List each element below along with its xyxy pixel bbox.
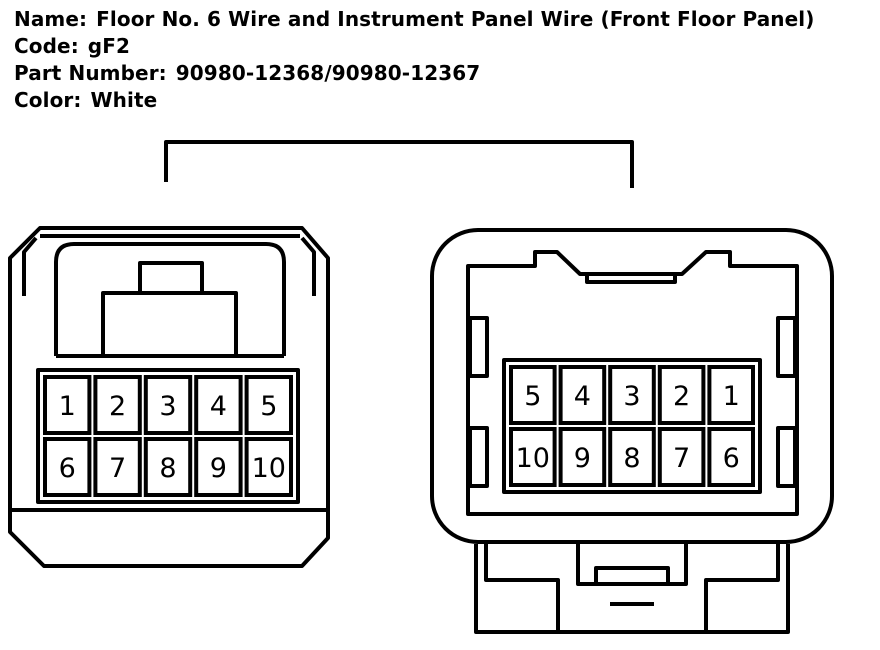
right-pin-label: 3 bbox=[623, 381, 640, 412]
left-pin-label: 6 bbox=[59, 453, 76, 484]
right-pin-cell bbox=[657, 365, 706, 425]
connector-info: Name: Floor No. 6 Wire and Instrument Pan… bbox=[14, 6, 815, 114]
right-pin-grid: 5 4 3 2 1 10 9 8 7 6 bbox=[509, 365, 756, 487]
color-label: Color: bbox=[14, 88, 82, 112]
part-number-value: 90980-12368/90980-12367 bbox=[175, 61, 481, 85]
right-pin-cell bbox=[558, 365, 607, 425]
right-connector-body bbox=[430, 228, 834, 634]
left-pin-cell bbox=[143, 375, 193, 435]
left-pin-cell bbox=[93, 375, 142, 435]
left-pin-grid: 1 2 3 4 5 6 7 8 9 10 bbox=[43, 375, 294, 497]
right-connector-lock bbox=[474, 544, 790, 634]
right-pin-label: 5 bbox=[524, 381, 541, 412]
part-number-line: Part Number: 90980-12368/90980-12367 bbox=[14, 60, 815, 87]
left-pin-label: 3 bbox=[159, 391, 176, 422]
right-pin-cell bbox=[608, 427, 656, 487]
color-line: Color: White bbox=[14, 87, 815, 114]
right-pin-label: 9 bbox=[574, 443, 591, 474]
left-pin-label: 4 bbox=[210, 391, 227, 422]
left-pin-label: 5 bbox=[260, 391, 277, 422]
left-pin-cell bbox=[194, 375, 243, 435]
code-line: Code: gF2 bbox=[14, 33, 815, 60]
left-pin-cell bbox=[143, 437, 193, 497]
left-pin-cell bbox=[93, 437, 142, 497]
right-pin-label: 10 bbox=[516, 443, 550, 474]
left-pin-cell bbox=[244, 375, 294, 435]
right-pin-label: 6 bbox=[723, 443, 740, 474]
left-pin-cell bbox=[43, 375, 92, 435]
left-pin-label: 2 bbox=[109, 391, 126, 422]
left-pin-label: 7 bbox=[109, 453, 126, 484]
right-pin-cell bbox=[707, 427, 756, 487]
left-pin-label: 1 bbox=[59, 391, 76, 422]
left-connector-body bbox=[8, 226, 330, 568]
left-pin-cell bbox=[194, 437, 243, 497]
right-pin-label: 1 bbox=[723, 381, 740, 412]
left-pin-label: 9 bbox=[210, 453, 227, 484]
right-pin-label: 8 bbox=[623, 443, 640, 474]
right-pin-label: 4 bbox=[574, 381, 591, 412]
right-pin-label: 2 bbox=[673, 381, 690, 412]
code-value: gF2 bbox=[87, 34, 130, 58]
right-pin-cell bbox=[608, 365, 656, 425]
right-pin-cell bbox=[558, 427, 607, 487]
right-pin-label: 7 bbox=[673, 443, 690, 474]
right-pin-cell bbox=[509, 365, 557, 425]
left-pin-label: 10 bbox=[252, 453, 286, 484]
code-label: Code: bbox=[14, 34, 79, 58]
left-pin-cell bbox=[244, 437, 294, 497]
color-value: White bbox=[90, 88, 158, 112]
right-pin-cell bbox=[509, 427, 557, 487]
left-pin-cell bbox=[43, 437, 92, 497]
left-pin-label: 8 bbox=[159, 453, 176, 484]
name-line: Name: Floor No. 6 Wire and Instrument Pan… bbox=[14, 6, 815, 33]
right-pin-cell bbox=[707, 365, 756, 425]
part-number-label: Part Number: bbox=[14, 61, 167, 85]
pairing-bracket bbox=[164, 140, 634, 188]
right-pin-cell bbox=[657, 427, 706, 487]
name-label: Name: bbox=[14, 7, 88, 31]
name-value: Floor No. 6 Wire and Instrument Panel Wi… bbox=[96, 7, 815, 31]
